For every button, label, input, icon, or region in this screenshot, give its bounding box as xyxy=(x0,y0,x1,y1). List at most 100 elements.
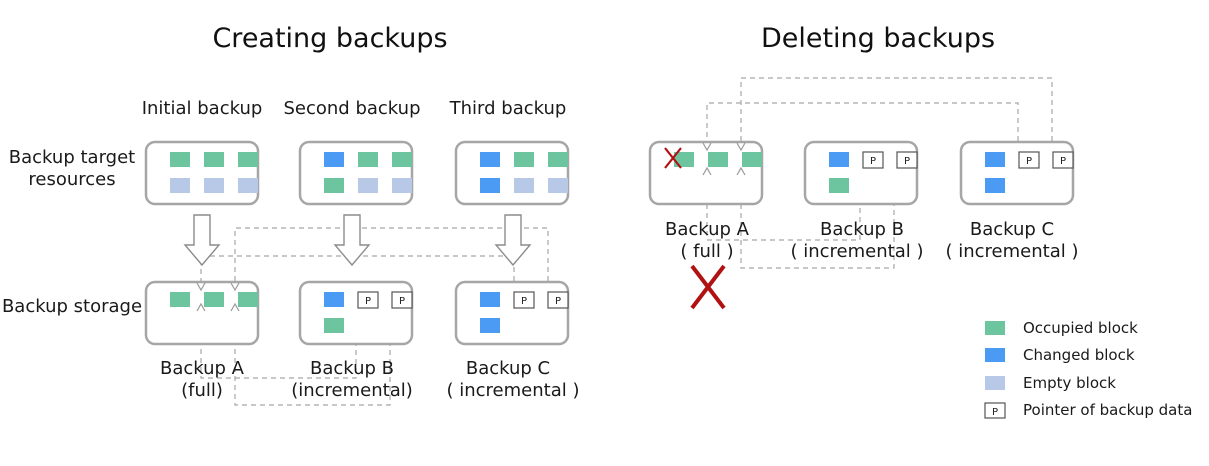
occupied-block xyxy=(708,152,728,167)
pointer-block xyxy=(547,291,569,309)
empty-block xyxy=(358,178,378,193)
legend-changed-label: Changed block xyxy=(1023,346,1135,364)
changed-block xyxy=(480,318,500,333)
dash-c-right-to-a xyxy=(234,227,549,290)
empty-block xyxy=(548,178,568,193)
changed-block xyxy=(480,152,500,167)
box-frame xyxy=(454,280,570,346)
occupied-block xyxy=(548,152,568,167)
pointer-block xyxy=(513,291,535,309)
caption-create-a-name: Backup A xyxy=(160,358,245,379)
occupied-block xyxy=(742,152,762,167)
occupied-block xyxy=(204,152,224,167)
caption-create-c-type: ( incremental ) xyxy=(447,380,580,401)
legend-pointer-letter: P xyxy=(992,407,998,418)
arrowhead-down-icon xyxy=(230,282,240,292)
legend-pointer-label: Pointer of backup data xyxy=(1023,401,1192,419)
caption-delete-c-name: Backup C xyxy=(970,219,1054,240)
caption-delete-a-name: Backup A xyxy=(665,219,750,240)
dash-del-c-right-to-a xyxy=(740,77,1053,150)
caption-create-b-type: (incremental) xyxy=(291,380,413,401)
pointer-letter: P xyxy=(399,296,405,307)
down-arrow-icon-3 xyxy=(494,214,532,267)
legend-pointer-swatch xyxy=(984,402,1006,419)
box-frame xyxy=(298,140,414,206)
column-initial-backup: Initial backup xyxy=(142,98,263,119)
delete-cross-large-icon xyxy=(690,264,726,310)
box-frame xyxy=(803,140,919,206)
changed-block xyxy=(480,292,500,307)
occupied-block xyxy=(170,152,190,167)
pointer-letter: P xyxy=(365,296,371,307)
caption-create-c-name: Backup C xyxy=(466,358,550,379)
arrowhead-up-icon xyxy=(230,302,240,312)
legend: Occupied block Changed block Empty block… xyxy=(984,319,1192,419)
backup-box-target-initial xyxy=(144,140,260,206)
caption-create-a-type: (full) xyxy=(181,380,223,401)
creating-title: Creating backups xyxy=(212,23,447,54)
box-frame xyxy=(144,280,260,346)
pointer-letter: P xyxy=(1026,156,1032,167)
column-second-backup: Second backup xyxy=(283,98,420,119)
row-label-target-line2: resources xyxy=(28,169,115,190)
arrowhead-up-icon xyxy=(196,302,206,312)
box-frame xyxy=(298,280,414,346)
occupied-block xyxy=(392,152,412,167)
changed-block xyxy=(324,152,344,167)
legend-occupied-swatch xyxy=(985,321,1005,335)
pointer-letter: P xyxy=(521,296,527,307)
row-label-target-line1: Backup target xyxy=(9,147,135,168)
occupied-block xyxy=(238,152,258,167)
arrows-layer xyxy=(183,214,532,267)
changed-block xyxy=(480,178,500,193)
occupied-block xyxy=(358,152,378,167)
arrowhead-down-icon xyxy=(736,142,746,152)
arrowhead-down-icon xyxy=(702,142,712,152)
changed-block xyxy=(985,152,1005,167)
backup-box-target-second xyxy=(298,140,414,206)
caption-create-b-name: Backup B xyxy=(310,358,394,379)
row-label-storage: Backup storage xyxy=(2,296,142,317)
dash-del-b-right-to-a xyxy=(740,168,895,269)
pointer-block xyxy=(1018,151,1040,169)
pointer-block xyxy=(1052,151,1074,169)
arrowheads-layer xyxy=(196,142,746,312)
arrowhead-up-icon xyxy=(736,166,746,176)
backup-box-storage-a xyxy=(144,280,260,346)
down-arrow-icon-2 xyxy=(333,214,371,267)
column-third-backup: Third backup xyxy=(449,98,567,119)
caption-delete-c-type: ( incremental ) xyxy=(946,241,1079,262)
pointer-letter: P xyxy=(1060,156,1066,167)
box-frame xyxy=(959,140,1075,206)
box-frame xyxy=(144,140,260,206)
occupied-block xyxy=(514,152,534,167)
down-arrow-icon-1 xyxy=(183,214,221,267)
caption-delete-a-type: ( full ) xyxy=(680,241,733,262)
pointer-letter: P xyxy=(904,156,910,167)
empty-block xyxy=(204,178,224,193)
pointer-block xyxy=(391,291,413,309)
pointer-letter: P xyxy=(555,296,561,307)
empty-block xyxy=(170,178,190,193)
occupied-block xyxy=(204,292,224,307)
empty-block xyxy=(514,178,534,193)
legend-empty-label: Empty block xyxy=(1023,374,1116,392)
arrowhead-up-icon xyxy=(702,166,712,176)
changed-block xyxy=(985,178,1005,193)
occupied-block xyxy=(170,292,190,307)
occupied-block xyxy=(238,292,258,307)
pointer-block xyxy=(896,151,918,169)
deleting-title: Deleting backups xyxy=(761,23,995,54)
dash-del-c-left-to-a xyxy=(706,102,1019,150)
delete-cross-small-icon xyxy=(664,147,682,169)
legend-changed-swatch xyxy=(985,348,1005,362)
caption-delete-b-type: ( incremental ) xyxy=(791,241,924,262)
occupied-block xyxy=(674,152,694,167)
legend-occupied-label: Occupied block xyxy=(1023,319,1138,337)
arrowhead-down-icon xyxy=(196,282,206,292)
